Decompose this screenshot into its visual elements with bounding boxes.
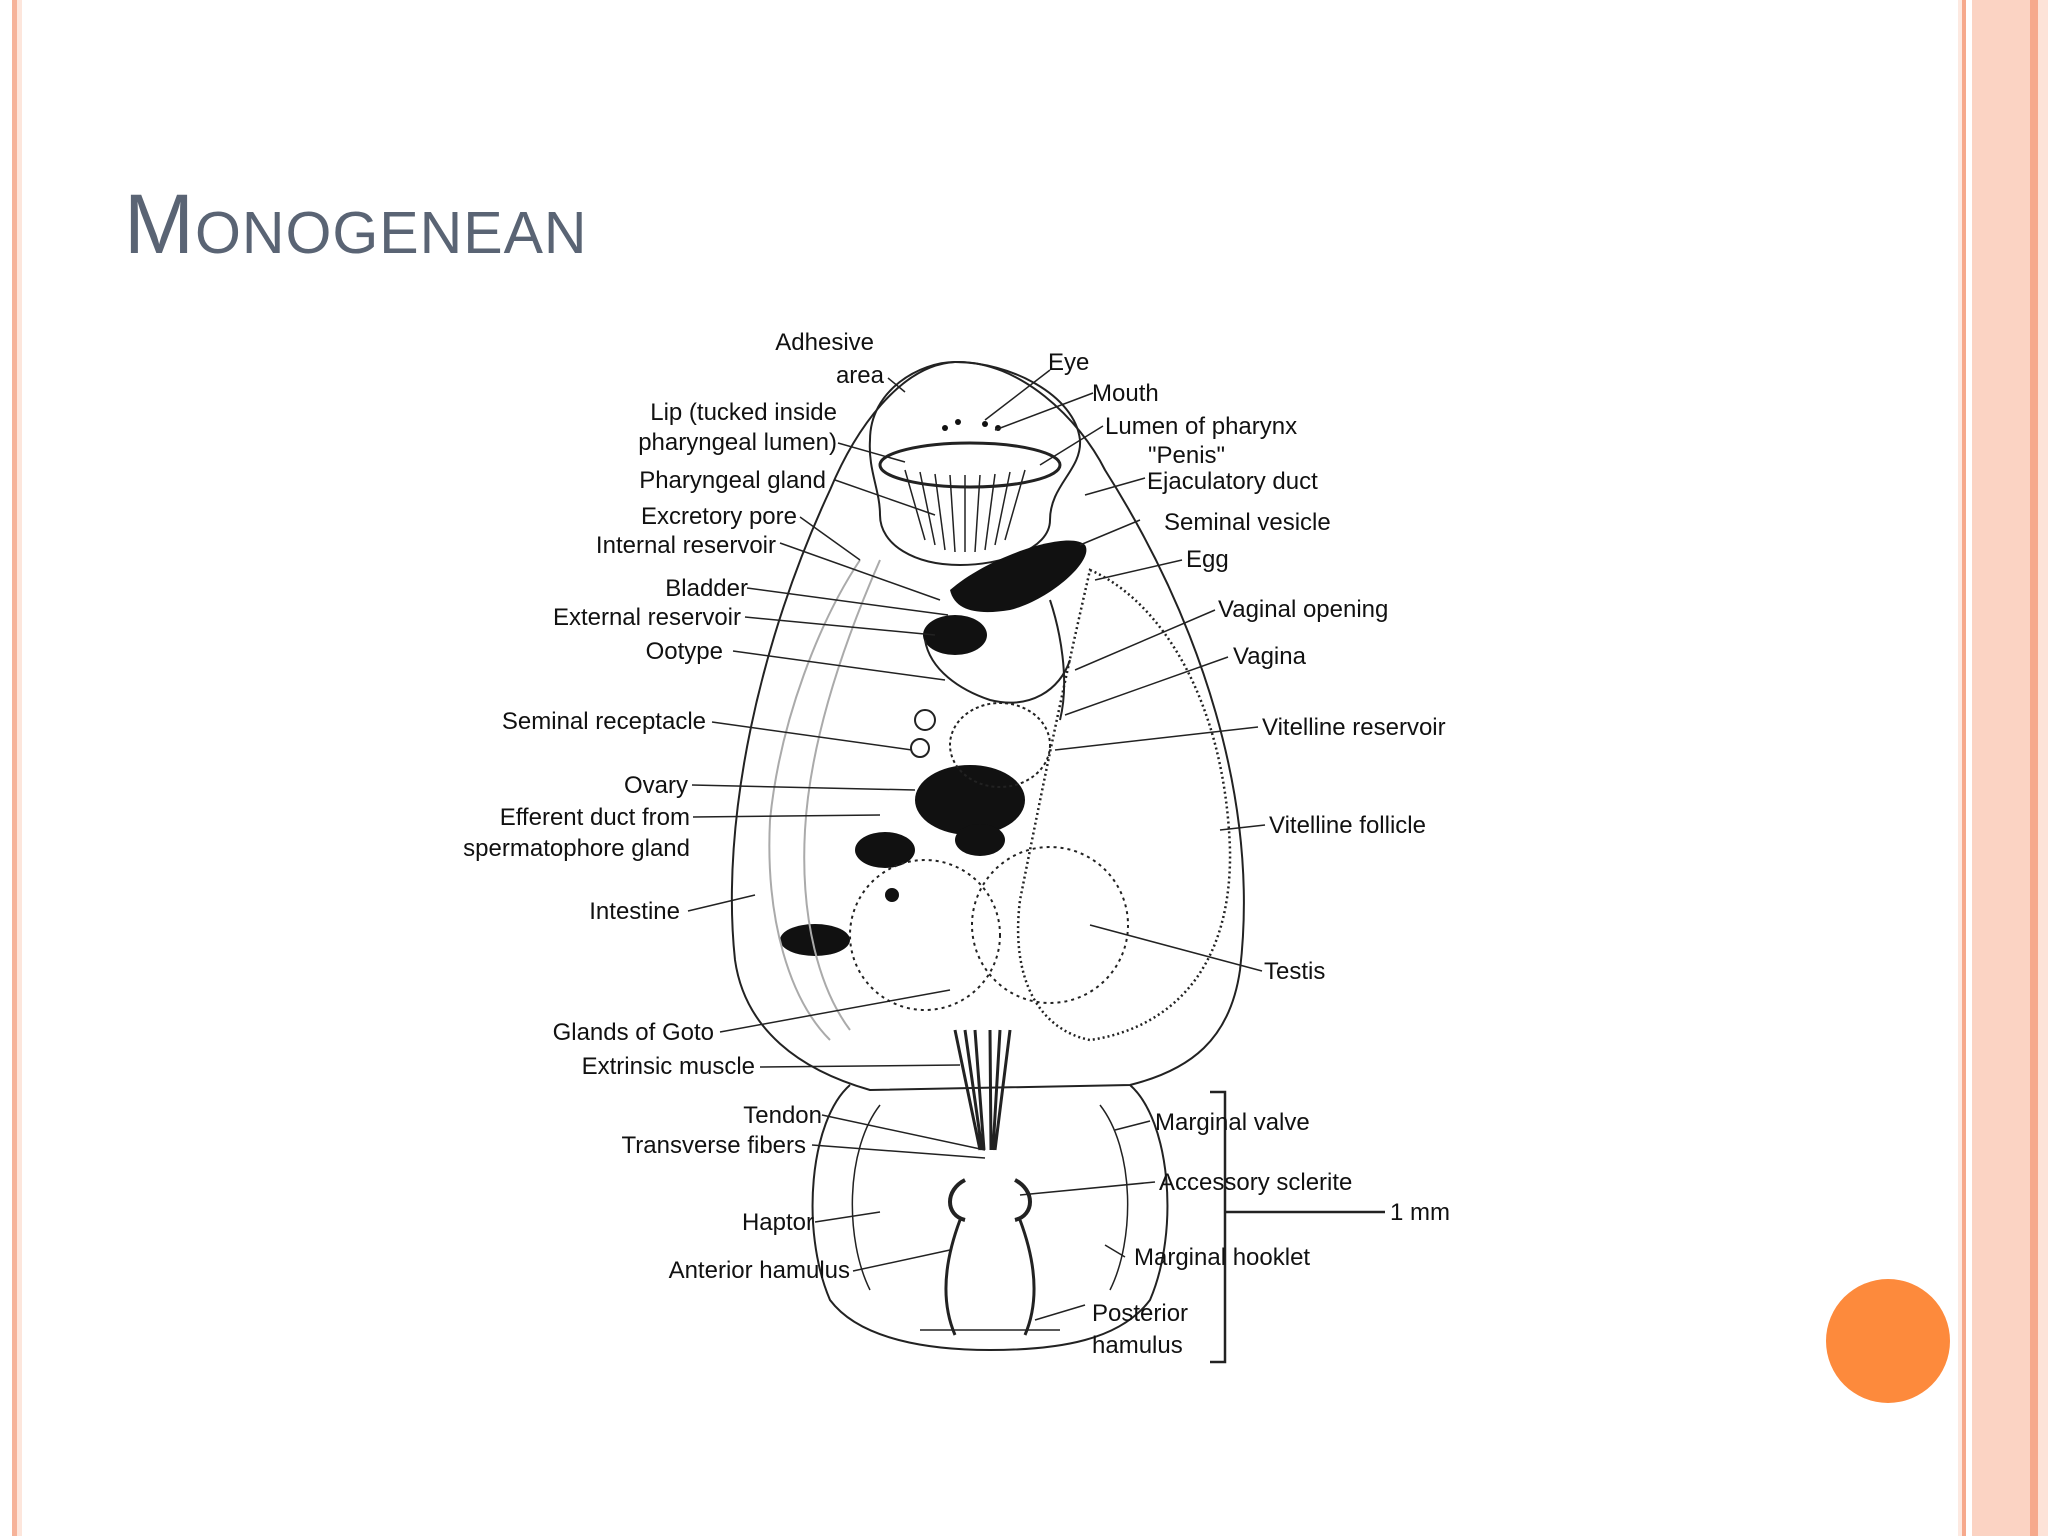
label-glands-of-goto: Glands of Goto: [553, 1019, 714, 1046]
label-vitelline-reservoir: Vitelline reservoir: [1262, 714, 1446, 741]
label-testis: Testis: [1264, 958, 1325, 985]
oral-sucker: [868, 360, 1082, 567]
label-external-reservoir: External reservoir: [553, 604, 741, 631]
label-posterior-hamulus: Posterior: [1092, 1300, 1188, 1327]
label-scale-bar: 1 mm: [1390, 1199, 1450, 1226]
label-adhesive-area-2: area: [836, 362, 885, 389]
left-testis: [849, 859, 1001, 1011]
label-pharyngeal-gland: Pharyngeal gland: [639, 467, 826, 494]
orange-circle-decoration: [1826, 1279, 1950, 1403]
label-accessory-sclerite: Accessory sclerite: [1159, 1169, 1352, 1196]
label-lip-2: pharyngeal lumen): [638, 429, 837, 456]
haptor-outline: [811, 1084, 1169, 1352]
label-efferent-duct: Efferent duct from: [500, 804, 690, 831]
dark-organs: [780, 540, 1087, 956]
label-mouth: Mouth: [1092, 380, 1159, 407]
eye-spots: [942, 419, 1001, 431]
label-haptor: Haptor: [742, 1209, 814, 1236]
pharynx: [878, 441, 1062, 489]
label-vitelline-follicle: Vitelline follicle: [1269, 812, 1426, 839]
label-transverse-fibers: Transverse fibers: [622, 1132, 807, 1159]
label-lumen-of-pharynx: Lumen of pharynx: [1105, 413, 1297, 440]
label-ootype: Ootype: [646, 638, 723, 665]
label-ejaculatory-duct: Ejaculatory duct: [1147, 468, 1318, 495]
label-posterior-hamulus-2: hamulus: [1092, 1332, 1183, 1359]
pharyngeal-striations: [904, 469, 1026, 553]
slide-title: Monogenean: [124, 177, 588, 271]
scale-bar-bracket: [1210, 1090, 1385, 1364]
leader-lines: [687, 369, 1266, 1321]
left-border-decoration: [0, 0, 22, 1536]
label-seminal-vesicle: Seminal vesicle: [1164, 509, 1331, 536]
label-vagina: Vagina: [1233, 643, 1307, 670]
intestine-shape: [768, 559, 861, 1041]
label-adhesive-area: Adhesive: [775, 329, 874, 356]
label-efferent-duct-2: spermatophore gland: [463, 835, 690, 862]
label-ovary: Ovary: [624, 772, 688, 799]
label-anterior-hamulus: Anterior hamulus: [669, 1257, 850, 1284]
diagram-labels: Adhesive area Eye Mouth Lip (tucked insi…: [463, 329, 1450, 1359]
right-border-decoration: [1958, 0, 2048, 1536]
extrinsic-muscles: [953, 1029, 1012, 1151]
label-marginal-valve: Marginal valve: [1155, 1109, 1310, 1136]
label-internal-reservoir: Internal reservoir: [596, 532, 776, 559]
label-excretory-pore: Excretory pore: [641, 503, 797, 530]
label-lip: Lip (tucked inside: [650, 399, 837, 426]
hamuli: [948, 1178, 1032, 1222]
monogenean-anatomy-diagram: Adhesive area Eye Mouth Lip (tucked insi…: [463, 329, 1450, 1364]
label-extrinsic-muscle: Extrinsic muscle: [582, 1053, 755, 1080]
label-marginal-hooklet: Marginal hooklet: [1134, 1244, 1310, 1271]
label-seminal-receptacle: Seminal receptacle: [502, 708, 706, 735]
label-egg: Egg: [1186, 546, 1229, 573]
label-vaginal-opening: Vaginal opening: [1218, 596, 1388, 623]
vitelline-reservoir-shape: [949, 702, 1051, 788]
label-tendon: Tendon: [743, 1102, 822, 1129]
label-penis: "Penis": [1148, 442, 1225, 469]
seminal-receptacle-shape: [914, 709, 936, 731]
label-eye: Eye: [1048, 349, 1089, 376]
label-bladder: Bladder: [665, 575, 748, 602]
right-testis: [971, 846, 1129, 1004]
label-intestine: Intestine: [589, 898, 680, 925]
vitelline-follicle-area: [1016, 568, 1232, 1042]
